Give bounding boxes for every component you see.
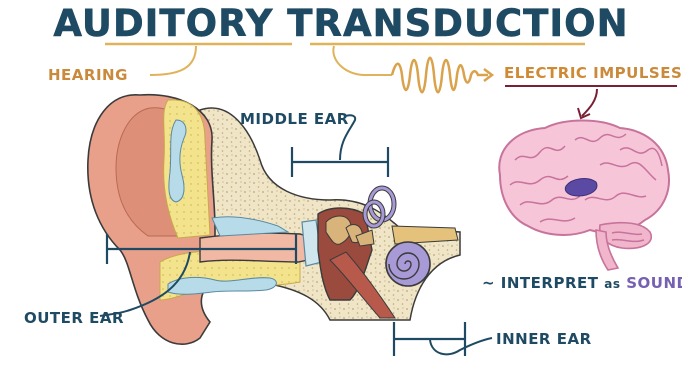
impulses-word: IMPULSES <box>593 64 682 82</box>
electric-word: ELECTRIC <box>504 64 587 82</box>
as-word: as <box>604 277 620 291</box>
electric-impulses-label: ELECTRIC IMPULSES <box>504 64 682 82</box>
impulses-arrow <box>582 89 597 116</box>
hearing-connector <box>150 46 196 75</box>
sound-wave-icon <box>392 58 488 93</box>
inner-ear-label: INNER EAR <box>496 330 592 348</box>
impulse-connector <box>333 46 392 75</box>
cochlea-icon <box>386 242 430 286</box>
sound-word: SOUND <box>626 274 682 292</box>
inner-ear-bracket <box>394 322 465 356</box>
interpret-as-sound-label: ~ INTERPRET as SOUND <box>482 274 682 292</box>
middle-ear-label: MIDDLE EAR <box>240 110 349 128</box>
hearing-label: HEARING <box>48 66 128 84</box>
outer-ear-label: OUTER EAR <box>24 309 124 327</box>
ear-anatomy-icon <box>88 95 492 356</box>
interpret-word: ~ INTERPRET <box>482 274 598 292</box>
brain-icon <box>499 121 669 271</box>
diagram-title: AUDITORY TRANSDUCTION <box>0 2 682 45</box>
